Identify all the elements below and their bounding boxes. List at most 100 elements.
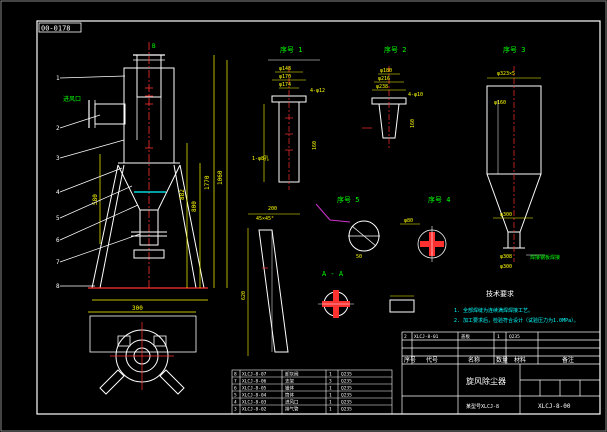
top-ref-label: B [152, 43, 156, 50]
bom-l-r3-c2: XLCJ-8-05 [242, 386, 267, 392]
bom-l-r6-c2: XLCJ-8-02 [242, 407, 267, 413]
bom-l-r5-c4: 1 [329, 400, 332, 406]
bom-l-r2-c1: 7 [234, 379, 237, 385]
bom-l-r6-c1: 3 [234, 407, 237, 413]
bom-l-r4-c2: XLCJ-8-04 [242, 393, 267, 399]
main-cyclone-elevation: 1770 1060 800 882 580 进风口 B [63, 42, 228, 301]
bom-l-r1-c1: 8 [234, 372, 237, 378]
bom-l-r5-c3: 进风口 [285, 399, 299, 406]
th-code: 代号 [426, 356, 438, 364]
tech-title: 技术要求 [486, 289, 514, 298]
part2-dim-b: φ216 [378, 76, 390, 82]
bom-r-r1-c2: XLCJ-8-01 [414, 334, 439, 340]
part3-dim-b: φ160 [494, 100, 506, 106]
bom-table-left-text: 8 XLCJ-8-07 卸灰阀 1 Q235 7 XLCJ-8-06 支架 3 … [234, 371, 352, 413]
bom-r-r1-c4: 1 [497, 334, 500, 340]
dim-height-cone: 800 [191, 201, 198, 212]
dim-height-body: 1060 [217, 170, 224, 185]
callout-2: 2 [56, 125, 60, 132]
section-a-a: A - A [318, 270, 354, 318]
angle-label: 45×45° [256, 216, 274, 222]
tech-note-1: 1. 全部焊缝为连续满焊焊接工艺。 [454, 307, 533, 314]
leg-part-view: 45×45° 200 620 [241, 206, 300, 356]
part3-dim-d: φ308 [500, 254, 512, 260]
bom-l-r1-c3: 卸灰阀 [285, 371, 299, 378]
part-1-view: 序号 1 φ148 φ170 φ174 4-φ12 160 1-φ8孔 [252, 45, 325, 190]
bom-l-r3-c3: 锥体 [285, 385, 294, 392]
part3-dim-e: φ300 [500, 264, 512, 270]
part-5-label: 序号 5 [337, 195, 359, 204]
tech-note-2: 2. 加工要求后，检验符合设计（试验压力为1.0MPa）。 [454, 317, 579, 324]
bom-l-r2-c2: XLCJ-8-06 [242, 379, 267, 385]
th-remark: 备注 [562, 356, 574, 364]
bom-l-r5-c2: XLCJ-8-03 [242, 400, 267, 406]
callout-5: 5 [56, 215, 60, 222]
part4-dim: φ80 [404, 218, 413, 224]
drawing-frame [36, 20, 601, 415]
part1-dim-c: φ174 [279, 82, 291, 88]
bom-l-r1-c2: XLCJ-8-07 [242, 372, 267, 378]
part2-dim-c: φ238 [376, 84, 388, 90]
bom-l-r4-c1: 5 [234, 393, 237, 399]
part1-dim-e: 160 [312, 141, 318, 150]
bom-l-r2-c3: 支架 [285, 378, 294, 385]
th-name: 名称 [468, 356, 480, 364]
dim-height-leg: 882 [179, 189, 186, 200]
leg-dim-width: 200 [268, 206, 277, 212]
part2-dim-e: 160 [410, 119, 416, 128]
bom-r-r1-c3: 盖板 [461, 333, 470, 340]
callout-leaders [59, 75, 141, 287]
callout-7: 7 [56, 259, 60, 266]
bom-l-r1-c4: 1 [329, 372, 332, 378]
title-block [401, 331, 601, 415]
bom-l-r6-c3: 排气管 [285, 406, 299, 413]
part1-dim-a: φ148 [279, 66, 291, 72]
inlet-label: 进风口 [63, 95, 81, 103]
plan-dim-300: 300 [132, 305, 143, 312]
part-4-label: 序号 4 [428, 195, 450, 204]
title-name: 旋风除尘器 [466, 376, 506, 386]
drawing-code-box: 00-0178 [41, 25, 71, 33]
bom-l-r1-c5: Q235 [341, 372, 352, 378]
bom-l-r2-c5: Q235 [341, 379, 352, 385]
callout-6: 6 [56, 237, 60, 244]
bom-l-r5-c5: Q235 [341, 400, 352, 406]
bom-l-r3-c5: Q235 [341, 386, 352, 392]
part-5-view: 序号 5 50 [315, 195, 380, 260]
bom-l-r6-c4: 1 [329, 407, 332, 413]
part-2-view: 序号 2 φ180 φ216 φ238 4-φ10 160 [362, 45, 423, 148]
plate-part-view [389, 295, 415, 313]
bom-r-r1-c1: 2 [404, 334, 407, 340]
bom-l-r6-c5: Q235 [341, 407, 352, 413]
part5-dim: 50 [356, 254, 362, 260]
part1-dim-d: 4-φ12 [310, 88, 325, 94]
bom-r-r1-c5: Q235 [509, 334, 520, 340]
callout-3: 3 [56, 155, 60, 162]
part-4-view: 序号 4 φ80 [400, 195, 450, 262]
part-3-view: 序号 3 φ323×5 φ160 φ300 φ308 φ300 焊接钢板焊接 [486, 45, 560, 270]
bom-l-r5-c1: 4 [234, 400, 237, 406]
bom-l-r3-c1: 6 [234, 386, 237, 392]
th-qty: 数量 [496, 356, 508, 364]
th-material: 材料 [514, 356, 526, 364]
dim-height-left: 580 [92, 194, 99, 205]
callout-4: 4 [56, 189, 60, 196]
dim-height-overall: 1770 [204, 175, 211, 190]
drawing-number: XLCJ-8-00 [538, 403, 571, 410]
leg-dim-height: 620 [241, 291, 247, 300]
bom-table-left [231, 369, 393, 415]
part3-dim-c: φ300 [500, 212, 512, 218]
bom-l-r3-c4: 1 [329, 386, 332, 392]
part1-dim-b: φ170 [279, 74, 291, 80]
bom-l-r4-c5: Q235 [341, 393, 352, 399]
th-seq: 序号 [404, 356, 416, 364]
part2-dim-a: φ180 [380, 68, 392, 74]
part-1-label: 序号 1 [280, 45, 302, 54]
callout-1: 1 [56, 75, 60, 82]
callout-8: 8 [56, 283, 60, 290]
title-block-header: 序号 代号 名称 数量 材料 备注 [404, 356, 574, 364]
part1-dim-f: 1-φ8孔 [252, 155, 269, 162]
title-block-bom-text: 2 XLCJ-8-01 盖板 1 Q235 [404, 333, 520, 340]
